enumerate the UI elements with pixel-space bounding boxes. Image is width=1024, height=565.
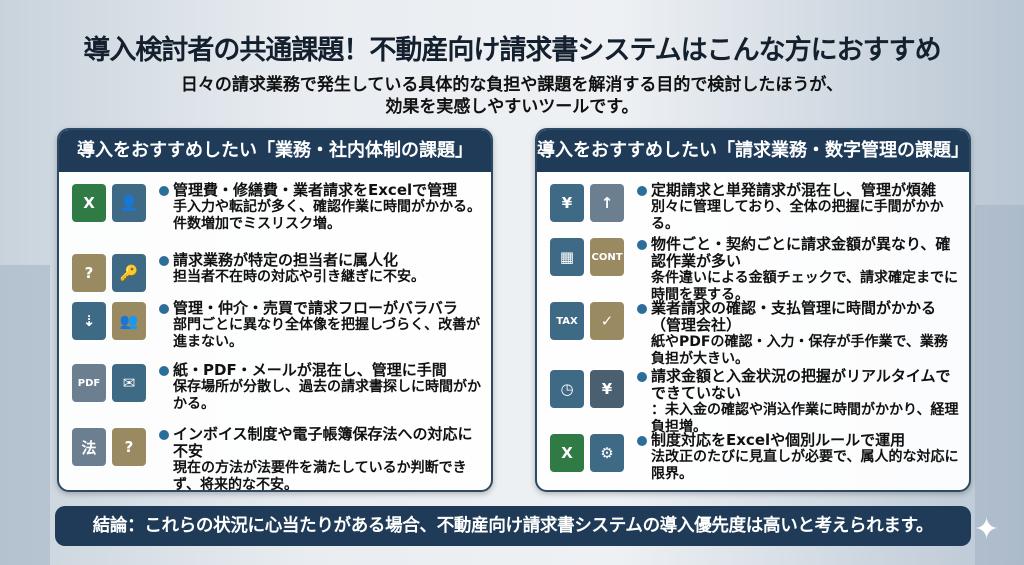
item-description: 法改正のたびに見直しが必要で、属人的な対応に限界。	[651, 449, 959, 482]
flow-people-glyph: ⇣	[72, 302, 106, 340]
item-heading: 紙・PDF・メールが混在し、管理に手間	[159, 362, 481, 379]
item-heading: 業者請求の確認・支払管理に時間がかかる（管理会社）	[637, 300, 959, 334]
item-heading: 請求金額と入金状況の把握がリアルタイムでできていない	[637, 368, 959, 402]
list-item: ⇣👥管理・仲介・売買で請求フローがバラバラ部門ごとに異なり全体像を把握しづらく、…	[59, 300, 491, 351]
list-item: ¥↑定期請求と単発請求が混在し、管理が煩雑別々に管理しており、全体の把握に手間が…	[537, 182, 969, 233]
clock-moneybag-icon: ◷¥	[537, 368, 637, 436]
excel-gear-glyph: ⚙	[590, 434, 624, 472]
background-building	[975, 205, 1024, 565]
item-heading: 管理費・修繕費・業者請求をExcelで管理	[159, 182, 481, 199]
subtitle-line: 日々の請求業務で発生している具体的な負担や課題を解消する目的で検討したほうが、	[180, 75, 844, 95]
list-item: PDF✉紙・PDF・メールが混在し、管理に手間保存場所が分散し、過去の請求書探し…	[59, 362, 491, 413]
excel-gear-icon: X⚙	[537, 432, 637, 483]
building-contract-glyph: CONT	[590, 238, 624, 276]
item-heading: インボイス制度や電子帳簿保存法への対応に不安	[159, 426, 481, 460]
list-item: X👤管理費・修繕費・業者請求をExcelで管理手入力や転記が多く、確認作業に時間…	[59, 182, 491, 233]
item-heading: 管理・仲介・売買で請求フローがバラバラ	[159, 300, 481, 317]
building-contract-icon: ▦CONT	[537, 236, 637, 304]
item-heading: 請求業務が特定の担当者に属人化	[159, 252, 481, 269]
documents-pdf-mail-icon: PDF✉	[59, 362, 159, 413]
item-description: 別々に管理しており、全体の把握に手間がかかる。	[651, 199, 944, 232]
law-book-stamp-glyph: 法	[72, 428, 106, 466]
list-item: TAX✓業者請求の確認・支払管理に時間がかかる（管理会社）紙やPDFの確認・入力…	[537, 300, 969, 368]
tax-document-hand-glyph: TAX	[550, 302, 584, 340]
item-text: インボイス制度や電子帳簿保存法への対応に不安現在の方法が法要件を満たしているか判…	[159, 426, 491, 492]
item-heading: 定期請求と単発請求が混在し、管理が煩雑	[637, 182, 959, 199]
calendar-yen-document-icon: ¥↑	[537, 182, 637, 233]
clock-moneybag-glyph: ¥	[590, 370, 624, 408]
item-text: 紙・PDF・メールが混在し、管理に手間保存場所が分散し、過去の請求書探しに時間が…	[159, 362, 491, 413]
calendar-yen-document-glyph: ¥	[550, 184, 584, 222]
tax-document-hand-icon: TAX✓	[537, 300, 637, 368]
left-panel: 導入をおすすめしたい「業務・社内体制の課題」 X👤管理費・修繕費・業者請求をEx…	[57, 128, 493, 492]
subtitle-line: 効果を実感しやすいツールです。	[385, 97, 639, 117]
documents-pdf-mail-glyph: ✉	[112, 364, 146, 402]
page-title: 導入検討者の共通課題！不動産向け請求書システムはこんな方におすすめ	[83, 35, 941, 66]
right-panel-heading: 導入をおすすめしたい「請求業務・数字管理の課題」	[537, 130, 969, 172]
item-text: 制度対応をExcelや個別ルールで運用法改正のたびに見直しが必要で、属人的な対応…	[637, 432, 969, 483]
item-description: ：未入金の確認や消込作業に時間がかかり、経理負担増。	[651, 402, 959, 435]
list-item: X⚙制度対応をExcelや個別ルールで運用法改正のたびに見直しが必要で、属人的な…	[537, 432, 969, 483]
sparkle-icon: ✦	[974, 512, 1000, 547]
item-heading: 制度対応をExcelや個別ルールで運用	[637, 432, 959, 449]
item-heading: 物件ごと・契約ごとに請求金額が異なり、確認作業が多い	[637, 236, 959, 270]
item-description: 手入力や転記が多く、確認作業に時間がかかる。件数増加でミスリスク増。	[173, 199, 481, 232]
item-text: 業者請求の確認・支払管理に時間がかかる（管理会社）紙やPDFの確認・入力・保存が…	[637, 300, 969, 368]
calendar-yen-document-glyph: ↑	[590, 184, 624, 222]
flow-people-icon: ⇣👥	[59, 300, 159, 351]
tax-document-hand-glyph: ✓	[590, 302, 624, 340]
excel-person-glyph: X	[72, 184, 106, 222]
excel-person-glyph: 👤	[112, 184, 146, 222]
documents-pdf-mail-glyph: PDF	[72, 364, 106, 402]
list-item: ?🔑請求業務が特定の担当者に属人化担当者不在時の対応や引き継ぎに不安。	[59, 252, 491, 292]
excel-person-icon: X👤	[59, 182, 159, 233]
excel-gear-glyph: X	[550, 434, 584, 472]
law-book-stamp-glyph: ?	[112, 428, 146, 466]
item-description: 保存場所が分散し、過去の請求書探しに時間がかかる。	[173, 379, 481, 412]
item-text: 物件ごと・契約ごとに請求金額が異なり、確認作業が多い条件違いによる金額チェックで…	[637, 236, 969, 304]
conclusion-banner: 結論：これらの状況に心当たりがある場合、不動産向け請求書システムの導入優先度は高…	[55, 506, 971, 546]
list-item: ◷¥請求金額と入金状況の把握がリアルタイムでできていない：未入金の確認や消込作業…	[537, 368, 969, 436]
list-item: 法?インボイス制度や電子帳簿保存法への対応に不安現在の方法が法要件を満たしている…	[59, 426, 491, 492]
person-question-key-icon: ?🔑	[59, 252, 159, 292]
item-text: 請求金額と入金状況の把握がリアルタイムでできていない：未入金の確認や消込作業に時…	[637, 368, 969, 436]
left-panel-heading: 導入をおすすめしたい「業務・社内体制の課題」	[59, 130, 491, 172]
clock-moneybag-glyph: ◷	[550, 370, 584, 408]
person-question-key-glyph: 🔑	[112, 254, 146, 292]
item-text: 定期請求と単発請求が混在し、管理が煩雑別々に管理しており、全体の把握に手間がかか…	[637, 182, 969, 233]
item-text: 請求業務が特定の担当者に属人化担当者不在時の対応や引き継ぎに不安。	[159, 252, 491, 292]
item-description: 紙やPDFの確認・入力・保存が手作業で、業務負担が大きい。	[651, 334, 948, 367]
building-contract-glyph: ▦	[550, 238, 584, 276]
person-question-key-glyph: ?	[72, 254, 106, 292]
item-text: 管理費・修繕費・業者請求をExcelで管理手入力や転記が多く、確認作業に時間がか…	[159, 182, 491, 233]
item-text: 管理・仲介・売買で請求フローがバラバラ部門ごとに異なり全体像を把握しづらく、改善…	[159, 300, 491, 351]
item-description: 部門ごとに異なり全体像を把握しづらく、改善が進まない。	[173, 317, 481, 350]
flow-people-glyph: 👥	[112, 302, 146, 340]
item-description: 担当者不在時の対応や引き継ぎに不安。	[173, 269, 425, 285]
item-description: 現在の方法が法要件を満たしているか判断できず、将来的な不安。	[173, 460, 467, 492]
item-description: 条件違いによる金額チェックで、請求確定までに時間を要する。	[651, 270, 959, 303]
background-building	[0, 265, 50, 565]
law-book-stamp-icon: 法?	[59, 426, 159, 490]
right-panel: 導入をおすすめしたい「請求業務・数字管理の課題」 ¥↑定期請求と単発請求が混在し…	[535, 128, 971, 492]
subtitle: 日々の請求業務で発生している具体的な負担や課題を解消する目的で検討したほうが、 …	[0, 74, 1024, 118]
